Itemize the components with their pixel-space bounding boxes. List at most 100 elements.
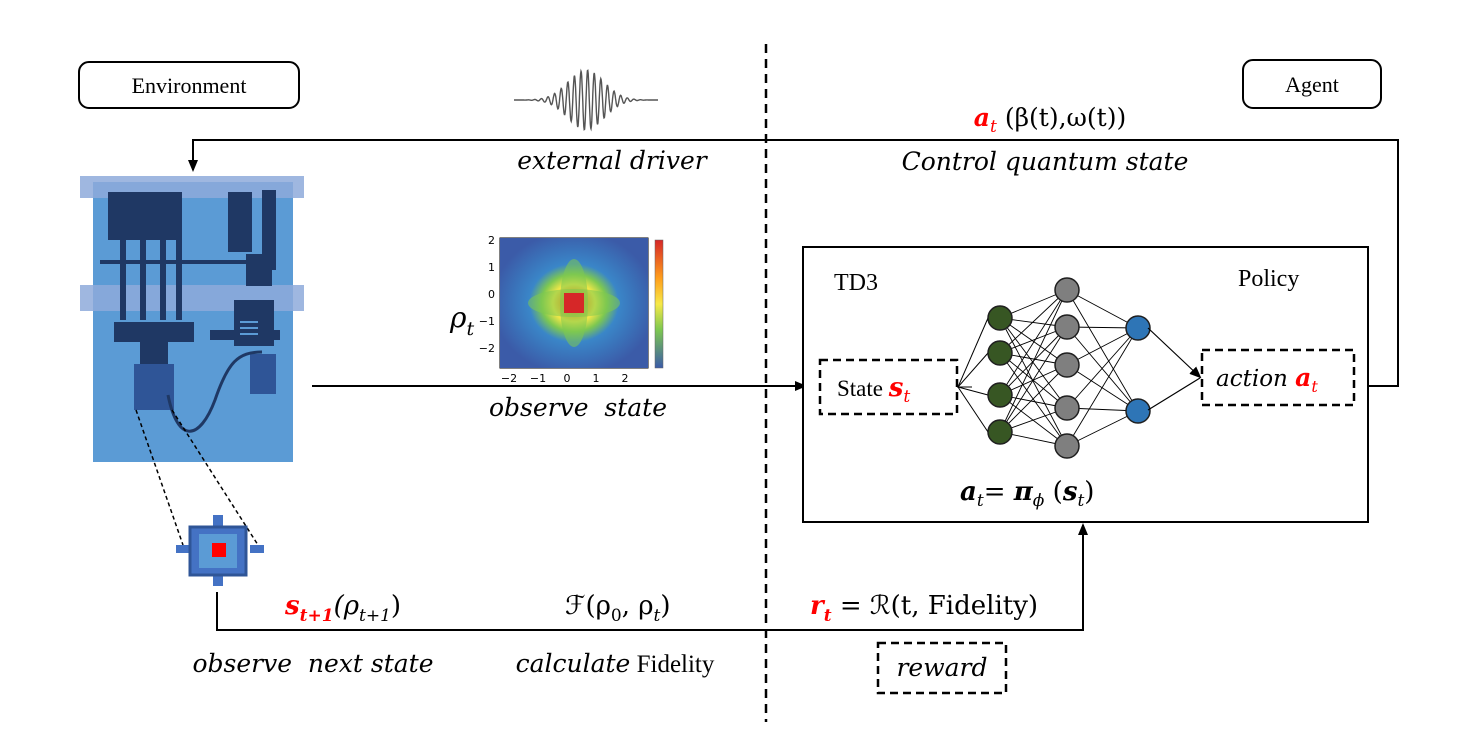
nn-node-layer-1 — [987, 382, 1013, 408]
fidelity-caption: calculate Fidelity — [516, 649, 715, 678]
policy-label: Policy — [1238, 266, 1299, 292]
wigner-x-tick: −1 — [530, 372, 546, 385]
driver-caption: external driver — [517, 146, 709, 175]
wigner-y-tick: −2 — [479, 342, 495, 355]
nn-node-layer-1 — [987, 305, 1013, 331]
reward-box — [876, 641, 1008, 695]
wigner-plot: −2 −1 0 1 2 −2 −1 0 1 2 — [479, 234, 664, 385]
wigner-y-tick: −1 — [479, 315, 495, 328]
nn-edge — [999, 317, 1068, 409]
formula-arg: s — [1062, 477, 1078, 507]
nn-node-layer-1 — [987, 419, 1013, 445]
action-symbol: a — [1295, 363, 1311, 392]
fidelity-formula: ℱ(ρ0, ρt) — [565, 591, 671, 626]
fidelity-sub0: 0 — [611, 606, 622, 626]
fidelity-caption-plain: Fidelity — [630, 651, 715, 678]
wigner-y-tick: 2 — [488, 234, 495, 247]
rho-t-label: ρt — [449, 301, 474, 340]
formula-arg-sub: t — [1077, 491, 1084, 511]
fidelity-mid: , ρ — [622, 591, 654, 621]
state-label: State st — [837, 373, 910, 407]
nn-edge — [999, 352, 1068, 409]
wigner-x-tick: −2 — [501, 372, 517, 385]
fidelity-caption-italic: calculate — [516, 649, 631, 678]
zoom-line-right — [171, 409, 259, 546]
action-control-sub: t — [990, 117, 997, 137]
nn-node-layer-2 — [1054, 314, 1080, 340]
qubit-chip-icon — [176, 515, 264, 586]
action-control-label: at(β(t),ω(t)) — [974, 103, 1126, 137]
nn-edge — [999, 352, 1068, 447]
nn-node-layer-1 — [987, 340, 1013, 366]
action-label: action at — [1216, 363, 1318, 396]
fidelity-close: ) — [660, 591, 670, 621]
nn-edge — [1066, 410, 1139, 447]
action-box — [1200, 348, 1356, 407]
nn-edge — [1066, 327, 1139, 366]
nn-edge — [999, 364, 1068, 433]
fidelity-subt: t — [654, 606, 661, 626]
nn-edge — [1066, 289, 1139, 329]
zoom-line-left — [135, 409, 184, 546]
nn-input-edge — [957, 317, 989, 388]
action-sub: t — [1311, 377, 1318, 396]
environment-label-box: Environment — [78, 61, 300, 109]
action-text: action — [1216, 366, 1295, 392]
nn-input-edge — [957, 386, 989, 433]
reward-sub: t — [824, 606, 832, 626]
formula-pi: π — [1013, 477, 1034, 507]
observe-caption: observe state — [489, 393, 667, 422]
nn-node-layer-2 — [1054, 433, 1080, 459]
reward-box-label: reward — [896, 653, 987, 682]
neural-network-nodes — [987, 277, 1151, 459]
nn-edge — [1066, 327, 1139, 447]
nn-node-layer-2 — [1054, 277, 1080, 303]
formula-pi-sub: ϕ — [1033, 491, 1045, 511]
nn-edge — [1066, 326, 1139, 412]
rho-symbol: ρ — [449, 301, 467, 334]
policy-formula: at= πϕ (st) — [960, 477, 1094, 511]
control-caption: Control quantum state — [902, 147, 1189, 176]
nn-edge — [999, 289, 1068, 433]
network-to-action-arrow — [1147, 327, 1202, 379]
wigner-x-tick: 1 — [593, 372, 600, 385]
agent-label: Agent — [1285, 72, 1339, 97]
next-state-caption: observe next state — [192, 649, 433, 678]
control-feedback-line — [188, 139, 1399, 387]
wigner-x-tick: 2 — [622, 372, 629, 385]
wave-packet-icon — [514, 68, 658, 132]
formula-eq: = — [984, 477, 1014, 507]
td3-label: TD3 — [834, 270, 878, 296]
reward-eq: = ℛ(t, Fidelity) — [832, 591, 1038, 621]
nn-edge — [999, 317, 1068, 447]
nn-node-layer-2 — [1054, 352, 1080, 378]
formula-lhs: a — [960, 477, 977, 507]
formula-lhs-sub: t — [977, 491, 984, 511]
nn-input-edge — [957, 386, 989, 396]
nn-edge — [999, 394, 1068, 447]
nn-node-layer-3 — [1125, 398, 1151, 424]
next-state-paren-sub: t+1 — [359, 606, 391, 626]
nn-edge — [999, 317, 1068, 366]
reward-symbol: r — [810, 591, 826, 621]
wigner-x-tick-labels: −2 −1 0 1 2 — [501, 372, 629, 385]
next-state-symbol: s — [284, 591, 300, 621]
wigner-x-tick: 0 — [564, 372, 571, 385]
next-state-sub: t+1 — [300, 606, 334, 626]
wigner-y-tick: 1 — [488, 261, 495, 274]
reward-formula: rt = ℛ(t, Fidelity) — [810, 591, 1038, 626]
nn-edge — [1066, 289, 1139, 412]
nn-node-layer-2 — [1054, 395, 1080, 421]
formula-arg-close: ) — [1084, 477, 1094, 507]
network-to-action-arrow-2 — [1147, 377, 1201, 411]
nn-input-edge — [957, 352, 989, 388]
state-symbol: s — [888, 373, 904, 403]
nn-edge — [999, 289, 1068, 396]
nn-edge — [1066, 364, 1139, 412]
environment-label: Environment — [132, 73, 247, 98]
rho-sub: t — [466, 318, 474, 340]
next-state-paren-open: (ρ — [334, 591, 360, 621]
next-state-paren-close: ) — [391, 591, 401, 621]
